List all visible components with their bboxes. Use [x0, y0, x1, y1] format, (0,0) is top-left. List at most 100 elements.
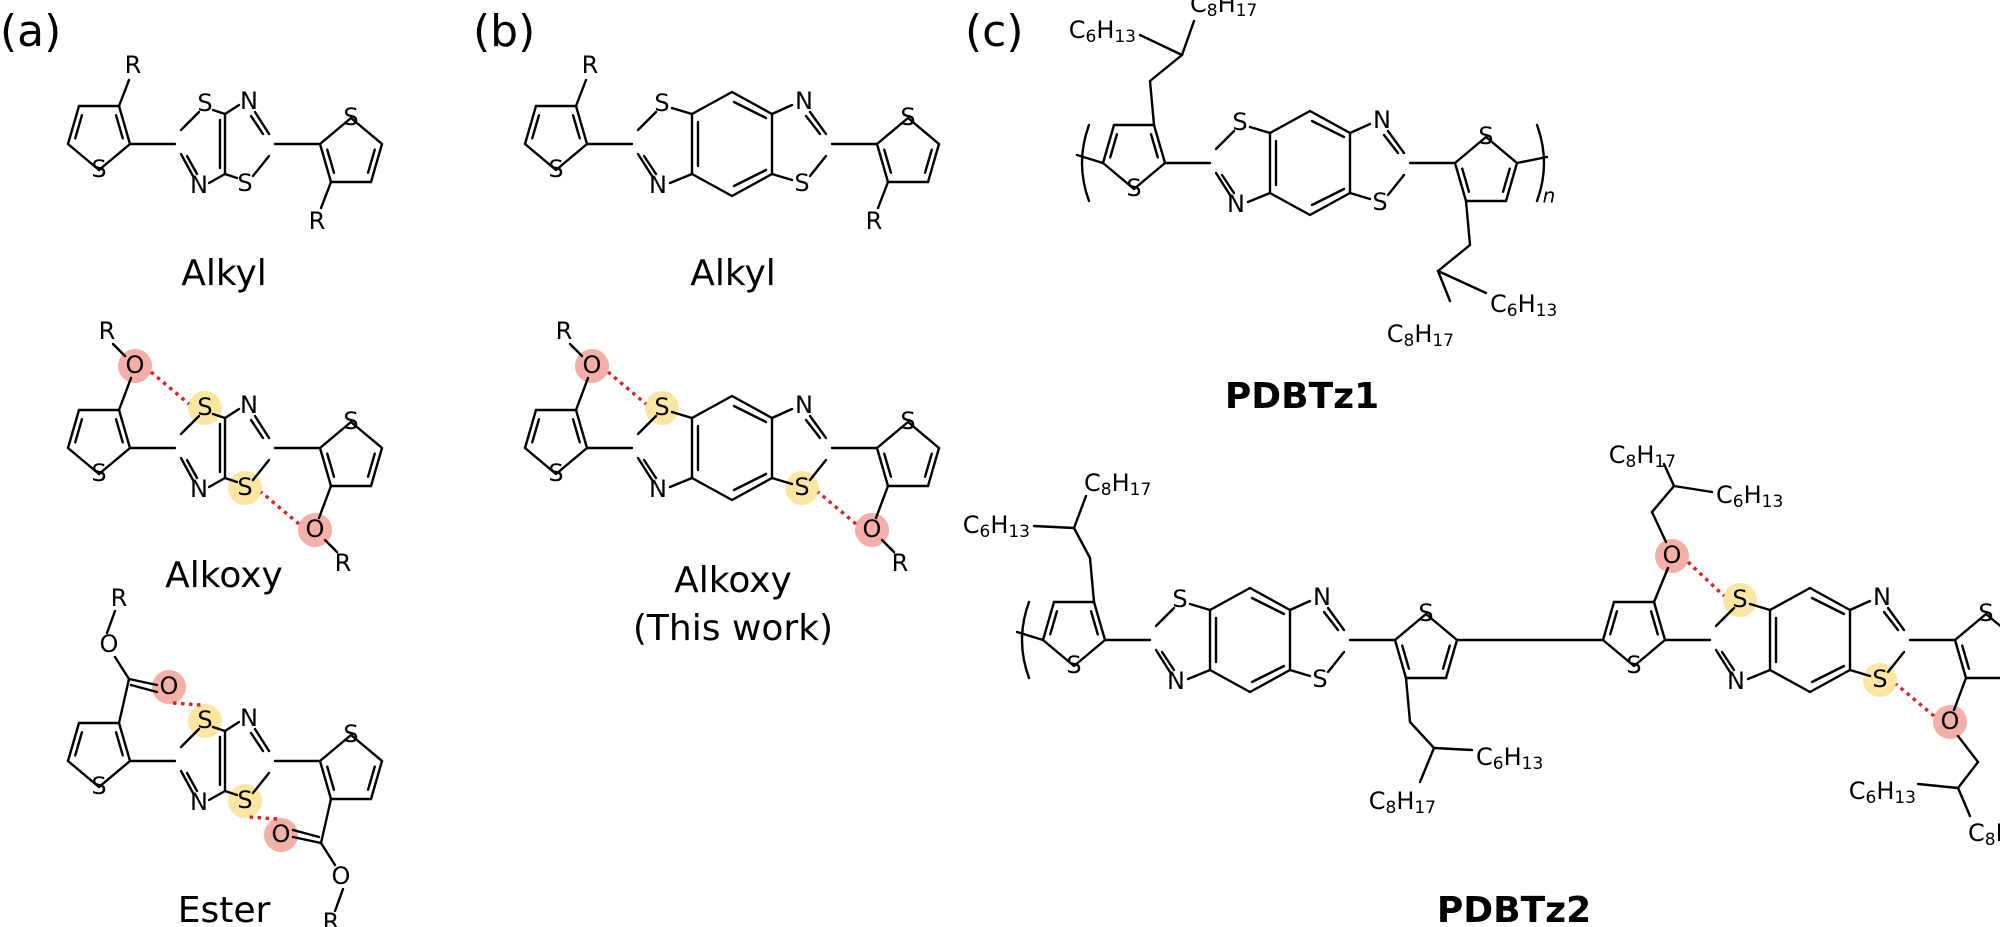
- double-bond: [129, 683, 159, 694]
- double-bond: [366, 148, 376, 174]
- bond: [808, 458, 828, 482]
- core-nitrogen: N: [1167, 667, 1185, 695]
- formula-subscript: 13: [1114, 27, 1136, 47]
- bond: [207, 789, 227, 802]
- bond: [1188, 602, 1212, 612]
- thiophene-sulfur: S: [1418, 599, 1433, 627]
- double-bond: [1322, 610, 1340, 632]
- double-bond: [1501, 167, 1511, 193]
- bond: [1748, 602, 1772, 612]
- sulfur-highlight: [188, 391, 222, 425]
- bond: [117, 78, 131, 108]
- c6h13-chain: C6H13: [1849, 777, 1916, 808]
- substituent-r: R: [309, 207, 326, 235]
- formula-subscript: 8: [1625, 452, 1636, 472]
- name-a-alkyl: Alkyl: [181, 253, 267, 294]
- bond: [369, 446, 384, 488]
- bond: [1953, 638, 1968, 680]
- double-bond: [1441, 644, 1451, 670]
- core-nitrogen: N: [795, 391, 813, 419]
- double-bond: [185, 771, 199, 793]
- formula-text: C: [963, 511, 980, 539]
- bond: [105, 609, 117, 635]
- bond: [1418, 746, 1436, 784]
- core-nitrogen: N: [1313, 583, 1331, 611]
- alkoxy-oxygen: O: [126, 351, 145, 379]
- double-bond: [571, 418, 581, 444]
- oxygen-highlight: [264, 818, 298, 852]
- bond: [117, 104, 132, 146]
- core-sulfur: S: [1232, 108, 1247, 136]
- core-sulfur: S: [654, 393, 669, 421]
- bond: [1326, 650, 1346, 674]
- core-sulfur: S: [237, 169, 252, 197]
- double-bond: [1810, 596, 1846, 616]
- bond: [875, 446, 890, 488]
- noncovalent-contact: [248, 815, 278, 821]
- bond: [1504, 161, 1519, 203]
- alkoxy-oxygen: O: [583, 351, 602, 379]
- bond: [319, 180, 333, 210]
- double-bond: [114, 731, 124, 757]
- bond: [574, 376, 590, 412]
- benzene-ring: [1768, 586, 1852, 694]
- double-bond: [923, 148, 933, 174]
- oxygen-highlight: [152, 670, 186, 704]
- double-bond: [642, 458, 658, 480]
- bond: [1180, 19, 1196, 57]
- bond: [318, 116, 353, 146]
- formula-subscript: 6: [1507, 301, 1518, 321]
- bond: [117, 376, 133, 412]
- c6h13-chain: C6H13: [1476, 743, 1543, 774]
- bond: [523, 142, 558, 172]
- formula-subscript: 6: [1493, 754, 1504, 774]
- bond: [1956, 734, 1980, 764]
- bond: [875, 420, 910, 450]
- bond: [1515, 155, 1549, 165]
- formula-text: C: [1476, 743, 1493, 771]
- noncovalent-contact: [259, 490, 301, 526]
- bond: [97, 446, 132, 476]
- bond: [117, 408, 132, 450]
- double-bond: [732, 168, 768, 188]
- bond: [770, 476, 794, 486]
- bond: [1886, 650, 1906, 674]
- core-sulfur: S: [197, 89, 212, 117]
- bond: [1088, 556, 1096, 604]
- formula-text: C: [1716, 481, 1733, 509]
- alkoxy-oxygen: O: [306, 515, 325, 543]
- double-bond: [732, 404, 768, 424]
- bond: [253, 727, 271, 753]
- bond: [291, 835, 323, 845]
- double-bond: [804, 114, 822, 136]
- bond: [1424, 612, 1459, 642]
- c8h17-chain: C8H17: [1084, 469, 1151, 500]
- oxygen-highlight: [1655, 539, 1689, 573]
- bond: [349, 420, 384, 450]
- formula-subscript: 6: [1865, 788, 1876, 808]
- bond: [1436, 269, 1488, 295]
- formula-subscript: 8: [1985, 830, 1996, 850]
- core-nitrogen: N: [240, 704, 258, 732]
- double-bond: [883, 148, 893, 174]
- panel-a-label: (a): [0, 6, 61, 57]
- bond: [1652, 600, 1667, 642]
- bond: [223, 103, 241, 116]
- bond: [574, 408, 589, 450]
- core-sulfur: S: [1172, 585, 1187, 613]
- bond: [179, 769, 195, 795]
- core-nitrogen: N: [190, 475, 208, 503]
- double-bond: [1310, 187, 1346, 207]
- bond: [523, 104, 538, 146]
- double-bond: [1720, 650, 1736, 672]
- double-bond: [366, 452, 376, 478]
- bond: [1248, 125, 1272, 135]
- bond: [770, 103, 794, 116]
- bond: [251, 154, 271, 178]
- bond: [253, 110, 271, 136]
- core-nitrogen: N: [240, 87, 258, 115]
- double-bond: [249, 114, 265, 136]
- bond: [926, 446, 941, 488]
- double-bond: [1882, 610, 1900, 632]
